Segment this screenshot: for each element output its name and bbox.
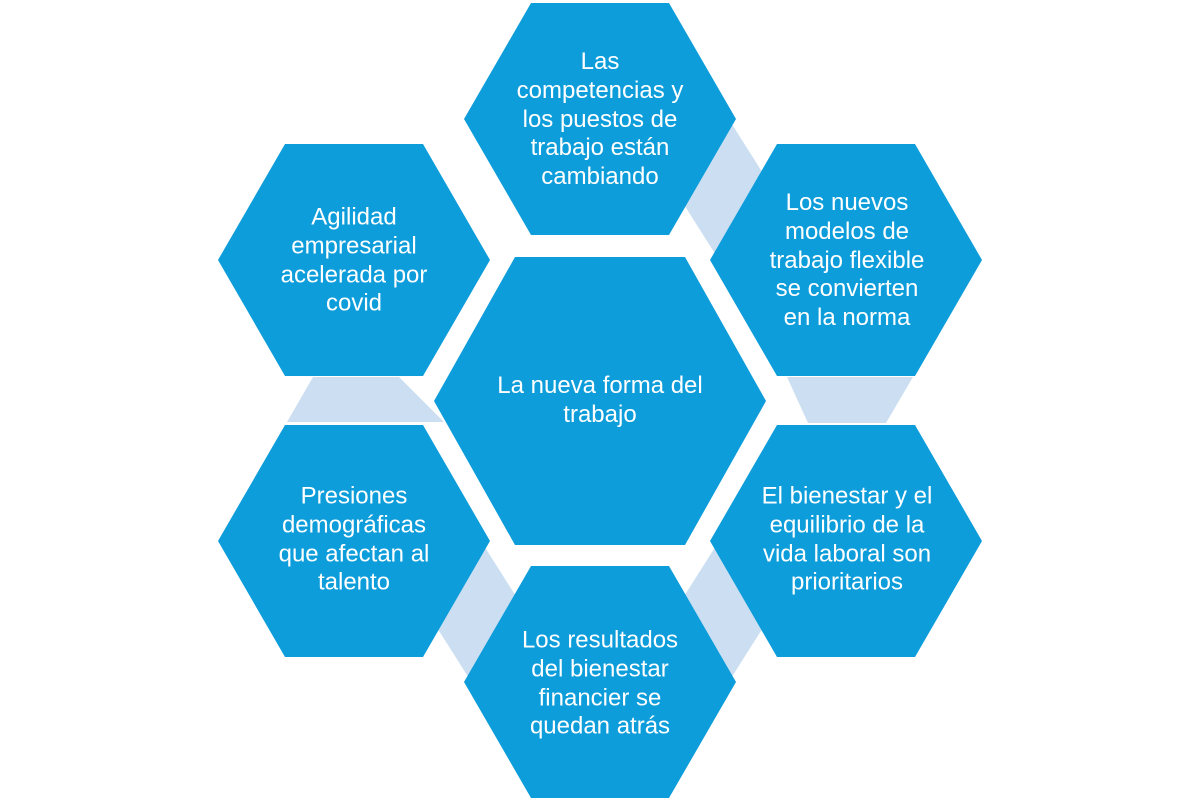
hexagon-lower-left <box>218 425 490 657</box>
connector-top-right <box>681 118 766 260</box>
hexagon-upper-right <box>710 144 982 376</box>
connector-right-middle <box>787 377 913 423</box>
connector-bottom-right <box>681 541 766 683</box>
hexagon-center <box>434 257 766 545</box>
hexagon-lower-right <box>710 425 982 657</box>
connector-left-middle <box>287 377 444 422</box>
hexagon-upper-left <box>218 144 490 376</box>
connector-bottom-left <box>434 541 519 683</box>
hexagon-top <box>464 3 736 235</box>
hexagon-bottom <box>464 566 736 798</box>
